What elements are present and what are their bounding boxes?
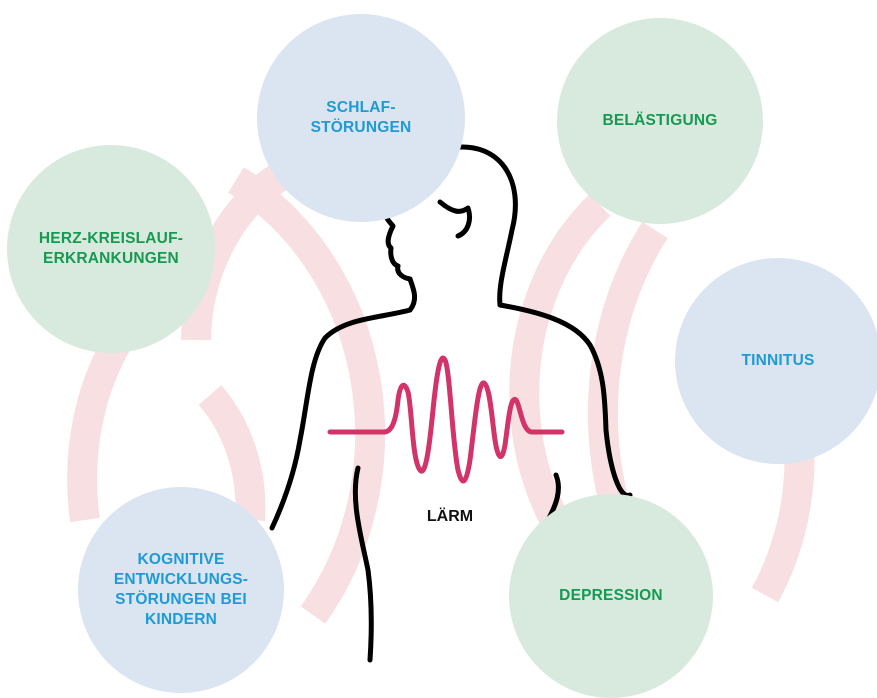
effect-bubble-schlaf: SCHLAF- STÖRUNGEN	[257, 14, 465, 222]
effect-bubble-herz: HERZ-KREISLAUF- ERKRANKUNGEN	[7, 145, 215, 353]
effect-label-schlaf: SCHLAF- STÖRUNGEN	[311, 98, 412, 138]
back-head	[450, 147, 515, 305]
effect-bubble-tinnitus: TINNITUS	[675, 258, 877, 464]
neck-front	[410, 279, 415, 310]
wave-arc-left-outer	[82, 330, 125, 520]
effect-label-herz: HERZ-KREISLAUF- ERKRANKUNGEN	[39, 229, 183, 269]
effect-bubble-kognitiv: KOGNITIVE ENTWICKLUNGS- STÖRUNGEN BEI KI…	[78, 487, 284, 693]
ear	[440, 202, 470, 236]
effect-label-depression: DEPRESSION	[559, 586, 663, 606]
effect-label-tinnitus: TINNITUS	[741, 351, 814, 371]
effect-bubble-belaestigung: BELÄSTIGUNG	[557, 18, 763, 224]
effect-bubble-depression: DEPRESSION	[509, 494, 713, 698]
effect-label-kognitiv: KOGNITIVE ENTWICKLUNGS- STÖRUNGEN BEI KI…	[114, 550, 248, 630]
left-shoulder-arm	[272, 310, 410, 528]
center-label-laerm: LÄRM	[402, 508, 498, 526]
effect-label-belaestigung: BELÄSTIGUNG	[602, 111, 717, 131]
